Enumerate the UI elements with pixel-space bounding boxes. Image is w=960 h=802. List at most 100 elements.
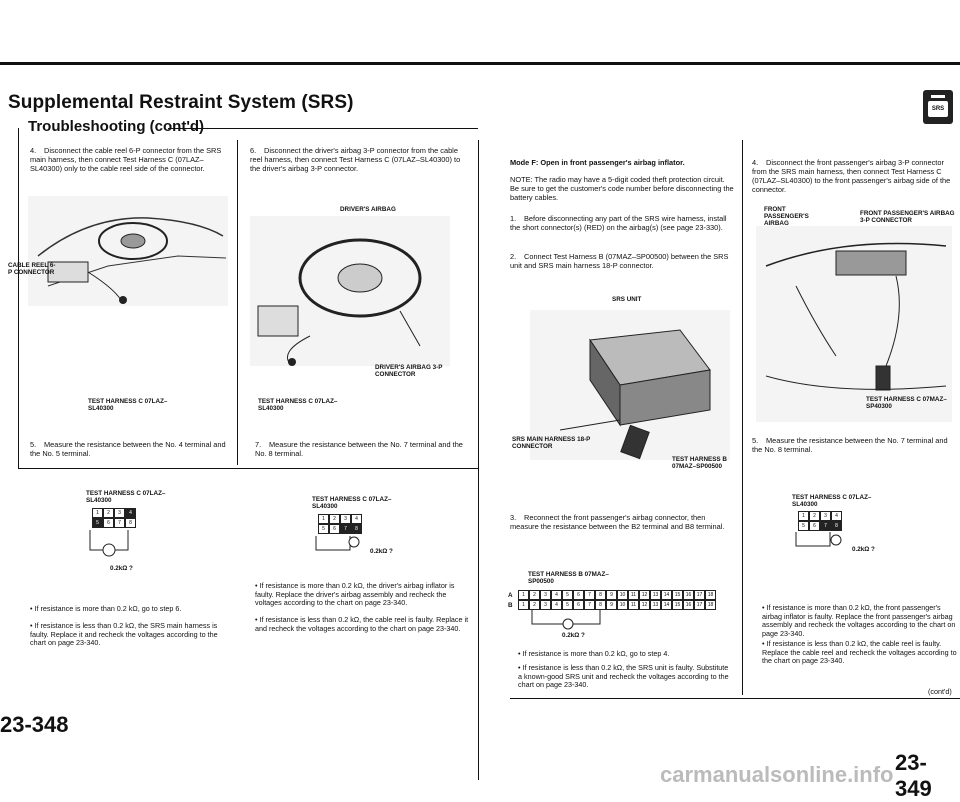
step-4-left: 4.Disconnect the cable reel 6-P connecto… (30, 146, 222, 173)
srs-badge-label: SRS (928, 101, 948, 117)
pin: 4 (351, 514, 362, 524)
pin: 12 (639, 600, 650, 610)
bullet: • If resistance is less than 0.2 kΩ, the… (518, 663, 729, 690)
pin: 15 (672, 600, 683, 610)
connector-row-bottom: 5 6 7 8 (92, 518, 136, 528)
pin: 4 (551, 600, 562, 610)
ohmmeter-icon (795, 532, 842, 547)
step-4-right: 4.Disconnect the front passenger's airba… (752, 158, 951, 194)
mode-title: Mode F: Open in front passenger's airbag… (510, 158, 685, 167)
bullet: • If resistance is more than 0.2 kΩ, the… (762, 603, 956, 638)
pin: 9 (606, 600, 617, 610)
ohmmeter-icon (315, 536, 360, 551)
connector-row-top: 1 2 3 4 (318, 514, 362, 524)
pin: 6 (573, 600, 584, 610)
pin: 18 (705, 600, 716, 610)
pin: 6 (103, 518, 114, 528)
pin: 2 (809, 511, 820, 521)
drivers-airbag-figure (250, 216, 450, 366)
bullet: • If resistance is more than 0.2 kΩ, go … (518, 649, 670, 658)
subtitle-rule (168, 128, 478, 129)
pin: 10 (617, 600, 628, 610)
pin: 3 (540, 600, 551, 610)
page-number-right: 23-349 (895, 750, 932, 801)
srs-unit-figure (530, 310, 730, 460)
bullet: • If resistance is less than 0.2 kΩ, the… (762, 639, 957, 666)
pin: 9 (606, 590, 617, 600)
pin: 16 (683, 590, 694, 600)
bottom-rule-left (18, 468, 478, 469)
pin: 5 (318, 524, 329, 534)
pin: 7 (820, 521, 831, 531)
ohmmeter-icon (531, 610, 601, 630)
row-label: A (508, 591, 513, 599)
step-5-left: 5.Measure the resistance between the No.… (30, 440, 226, 458)
top-rule (0, 62, 960, 65)
bullet: • If resistance is more than 0.2 kΩ, go … (30, 604, 182, 613)
pin: 5 (562, 590, 573, 600)
step-6-left: 6.Disconnect the driver's airbag 3-P con… (250, 146, 461, 173)
pin: 2 (329, 514, 340, 524)
page-subtitle: Troubleshooting (cont'd) (28, 118, 205, 135)
step-5-right: 5.Measure the resistance between the No.… (752, 436, 948, 454)
note: NOTE: The radio may have a 5-digit coded… (510, 175, 734, 202)
page-number-left: 23-348 (0, 712, 69, 737)
pin: 16 (683, 600, 694, 610)
test-harness-label: TEST HARNESS B 07MAZ–SP00500 (672, 456, 727, 470)
connector-diagram: 1 2 3 4 5 6 7 8 (318, 514, 362, 534)
airbag-connector-label: DRIVER'S AIRBAG 3-P CONNECTOR (375, 364, 443, 378)
srs-unit-label: SRS UNIT (612, 296, 642, 303)
cable-reel-figure (28, 196, 228, 306)
pin: 13 (650, 590, 661, 600)
ohmmeter-icon (89, 530, 129, 557)
pin: 7 (114, 518, 125, 528)
pin: 6 (573, 590, 584, 600)
meter-value: 0.2kΩ ? (370, 548, 393, 555)
pin: 3 (540, 590, 551, 600)
pin: 7 (584, 590, 595, 600)
bullet: • If resistance is less than 0.2 kΩ, the… (255, 615, 469, 633)
step-7-left: 7.Measure the resistance between the No.… (255, 440, 463, 458)
pin: 2 (103, 508, 114, 518)
step-1-right: 1.Before disconnecting any part of the S… (510, 214, 727, 232)
connector-row-bottom: 5 6 7 8 (798, 521, 842, 531)
row-label: B (508, 601, 513, 609)
column-divider (237, 140, 238, 465)
pin: 6 (329, 524, 340, 534)
pin: 17 (694, 600, 705, 610)
pin: 4 (551, 590, 562, 600)
pin: 5 (562, 600, 573, 610)
pin: 3 (114, 508, 125, 518)
bullet: • If resistance is more than 0.2 kΩ, the… (255, 581, 455, 608)
passenger-airbag-figure (756, 226, 952, 422)
meter-title: TEST HARNESS C 07LAZ–SL40300 (792, 494, 872, 508)
pin: 3 (820, 511, 831, 521)
step-2-right: 2.Connect Test Harness B (07MAZ–SP00500)… (510, 252, 729, 270)
pin: 14 (661, 600, 672, 610)
pin: 1 (518, 590, 529, 600)
step-3-right: 3.Reconnect the front passenger's airbag… (510, 513, 725, 531)
pin: 7 (584, 600, 595, 610)
battery-icon (931, 95, 945, 98)
contd-label: (cont'd) (928, 687, 952, 696)
connector-diagram: 1 2 3 4 5 6 7 8 (92, 508, 136, 528)
bottom-rule-right (510, 698, 960, 699)
pin: 12 (639, 590, 650, 600)
pin: 5 (798, 521, 809, 531)
test-harness-label: TEST HARNESS C 07LAZ–SL40300 (258, 398, 338, 412)
meter-value: 0.2kΩ ? (110, 565, 133, 572)
passenger-connector-label: FRONT PASSENGER'S AIRBAG 3-P CONNECTOR (860, 210, 955, 224)
front-passenger-airbag-label: FRONT PASSENGER'S AIRBAG (764, 206, 809, 227)
spine-divider (478, 140, 479, 780)
pin: 8 (595, 590, 606, 600)
pin: 14 (661, 590, 672, 600)
connector-diagram: 1 2 3 4 5 6 7 8 (798, 511, 842, 531)
pin: 11 (628, 590, 639, 600)
pin: 8 (595, 600, 606, 610)
pin: 1 (798, 511, 809, 521)
pin: 17 (694, 590, 705, 600)
pin: 8 (125, 518, 136, 528)
